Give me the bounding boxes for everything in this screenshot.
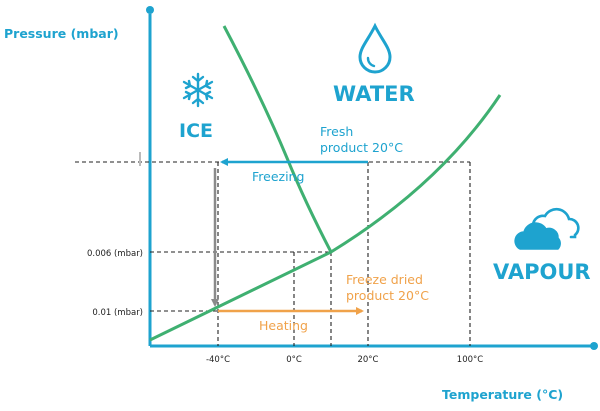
y-axis-cap — [146, 6, 154, 14]
freeze-dried-line2: product 20°C — [346, 288, 429, 303]
x-tick-100: 100°C — [457, 355, 483, 365]
region-ice-label: ICE — [179, 120, 213, 142]
x-axis-title: Temperature (°C) — [442, 387, 563, 402]
water-drop-icon — [358, 22, 392, 74]
fresh-product-line1: Fresh — [320, 124, 353, 139]
freeze-dried-line1: Freeze dried — [346, 272, 423, 287]
x-tick-minus40: -40°C — [206, 355, 230, 365]
x-axis-cap — [590, 342, 598, 350]
region-water-label: WATER — [333, 82, 415, 106]
x-tick-20: 20°C — [357, 355, 378, 365]
heating-label: Heating — [259, 318, 308, 333]
x-tick-0: 0°C — [286, 355, 302, 365]
y-axis-title: Pressure (mbar) — [4, 26, 119, 41]
cloud-icon — [514, 207, 580, 250]
freezing-label: Freezing — [252, 169, 304, 184]
region-vapour-label: VAPOUR — [493, 260, 591, 284]
y-tick-001: 0.01 (mbar) — [92, 308, 143, 318]
melting-curve — [222, 25, 333, 253]
snowflake-icon — [182, 72, 214, 108]
fresh-product-line2: product 20°C — [320, 140, 403, 155]
y-tick-0006: 0.006 (mbar) — [87, 249, 143, 259]
